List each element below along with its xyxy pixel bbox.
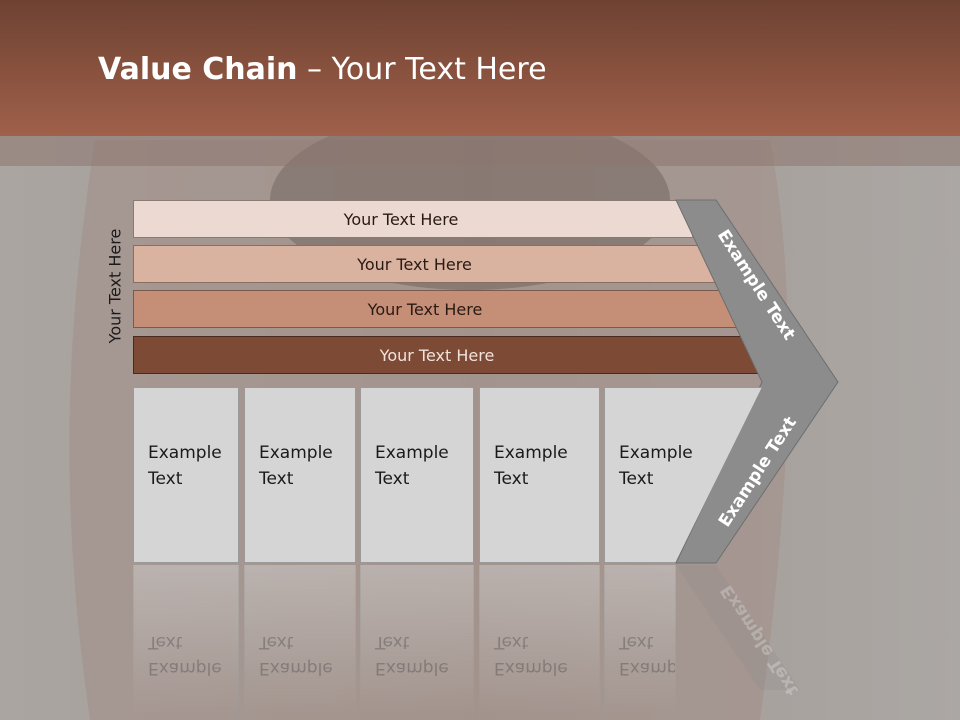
example-box-1-line2: Text [148,469,183,489]
example-box-3-line2: Text [375,469,410,489]
value-bar-2: Your Text Here [133,245,720,283]
title-bold: Value Chain [98,52,298,87]
example-box-5-line1: Example [619,443,693,463]
value-bar-1: Your Text Here [133,200,693,238]
example-box-2-line2: Text [259,469,294,489]
value-bar-3-label: Your Text Here [367,299,483,319]
header-band [0,136,960,166]
example-box-4-line2: Text [494,469,529,489]
example-box-3-line1: Example [375,443,449,463]
example-box-1-line1: Example [148,443,222,463]
header-bar [0,0,960,136]
example-box-2-line1: Example [259,443,333,463]
value-bar-4: Your Text Here [133,336,765,374]
slide-title: Value Chain – Your Text Here [98,52,547,87]
example-box-4: Example Text [479,387,600,563]
title-rest: – Your Text Here [297,52,547,87]
value-bar-3: Your Text Here [133,290,741,328]
value-bar-2-label: Your Text Here [357,254,472,274]
value-bar-1-label: Your Text Here [343,209,459,229]
value-bar-4-label: Your Text Here [379,345,495,365]
example-box-2: Example Text [244,387,356,563]
example-box-4-line1: Example [494,443,568,463]
example-box-5-line2: Text [619,469,654,489]
example-box-3: Example Text [360,387,474,563]
example-box-1: Example Text [133,387,239,563]
